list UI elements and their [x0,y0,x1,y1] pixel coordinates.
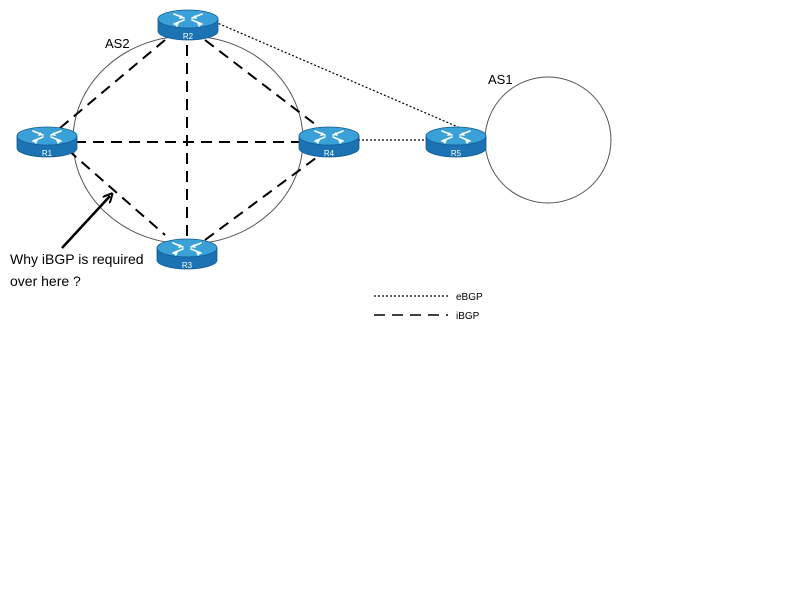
router-r2[interactable]: R2 [157,9,219,41]
ebgp-link-r2-r5 [214,21,466,131]
router-r5-label: R5 [451,149,462,158]
router-r2-label: R2 [183,32,194,41]
annotation-arrow [61,196,110,249]
ibgp-link-r1-r2 [59,39,166,129]
annotation-text-line1: Why iBGP is required [10,251,144,267]
ibgp-links [59,39,321,241]
legend: eBGP iBGP [374,292,483,322]
as1-boundary [484,76,612,204]
router-r3[interactable]: R3 [156,238,218,270]
ibgp-link-r3-r4 [204,154,321,241]
legend-ibgp-label: iBGP [456,311,480,322]
router-r4[interactable]: R4 [298,126,360,158]
legend-ebgp-label: eBGP [456,292,483,303]
router-r4-label: R4 [324,149,335,158]
ibgp-link-r2-r4 [204,39,321,129]
annotation-text-line2: over here ? [10,273,81,289]
router-r5[interactable]: R5 [425,126,487,158]
ibgp-link-r1-r3 [67,149,166,236]
as2-label: AS2 [105,36,130,51]
ebgp-links [214,21,466,141]
router-r3-label: R3 [182,261,193,270]
router-r1[interactable]: R1 [16,126,78,158]
as1-label: AS1 [488,72,513,87]
router-r1-label: R1 [42,149,53,158]
